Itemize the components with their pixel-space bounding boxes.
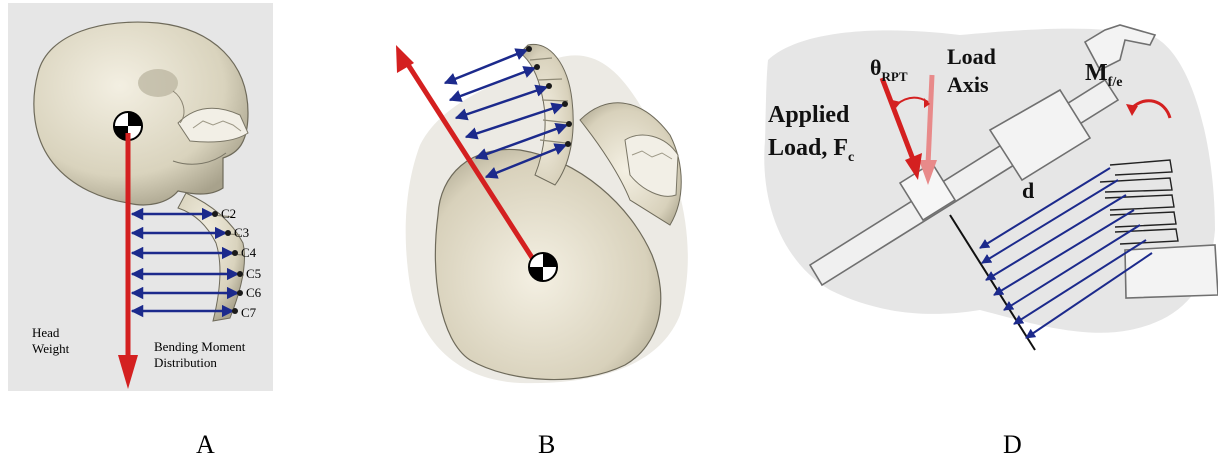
applied-load-label-line1: Applied xyxy=(768,102,850,128)
vertebra-label-c2: C2 xyxy=(221,206,236,221)
panel-b-diagram xyxy=(380,25,710,390)
panel-a-caption: A xyxy=(196,430,215,460)
vertebra-label-c5: C5 xyxy=(246,266,261,281)
vertebra-label-c4: C4 xyxy=(241,245,257,260)
center-of-mass-marker-flexed xyxy=(529,253,557,281)
head-weight-label-line1: Head xyxy=(32,325,60,340)
panel-d-diagram: θRPT Load Axis Applied Load, Fc Mf/e d xyxy=(760,20,1218,370)
bending-moment-label-line2: Distribution xyxy=(154,355,217,370)
applied-load-label-line2: Load, Fc xyxy=(768,135,854,165)
load-axis-label-line1: Load xyxy=(947,44,996,69)
panel-b-caption: B xyxy=(538,430,555,460)
panel-a-diagram: C2 C3 C4 C5 C6 C7 Head Weight Bending Mo… xyxy=(8,3,273,391)
vertebra-label-c6: C6 xyxy=(246,285,262,300)
panel-d-caption: D xyxy=(1003,430,1022,460)
bending-moment-label-line1: Bending Moment xyxy=(154,339,246,354)
load-axis-label-line2: Axis xyxy=(947,72,989,97)
vertebra-label-c3: C3 xyxy=(234,225,249,240)
head-weight-label-line2: Weight xyxy=(32,341,70,356)
vertebra-label-c7: C7 xyxy=(241,305,257,320)
distance-d-label: d xyxy=(1022,178,1034,203)
